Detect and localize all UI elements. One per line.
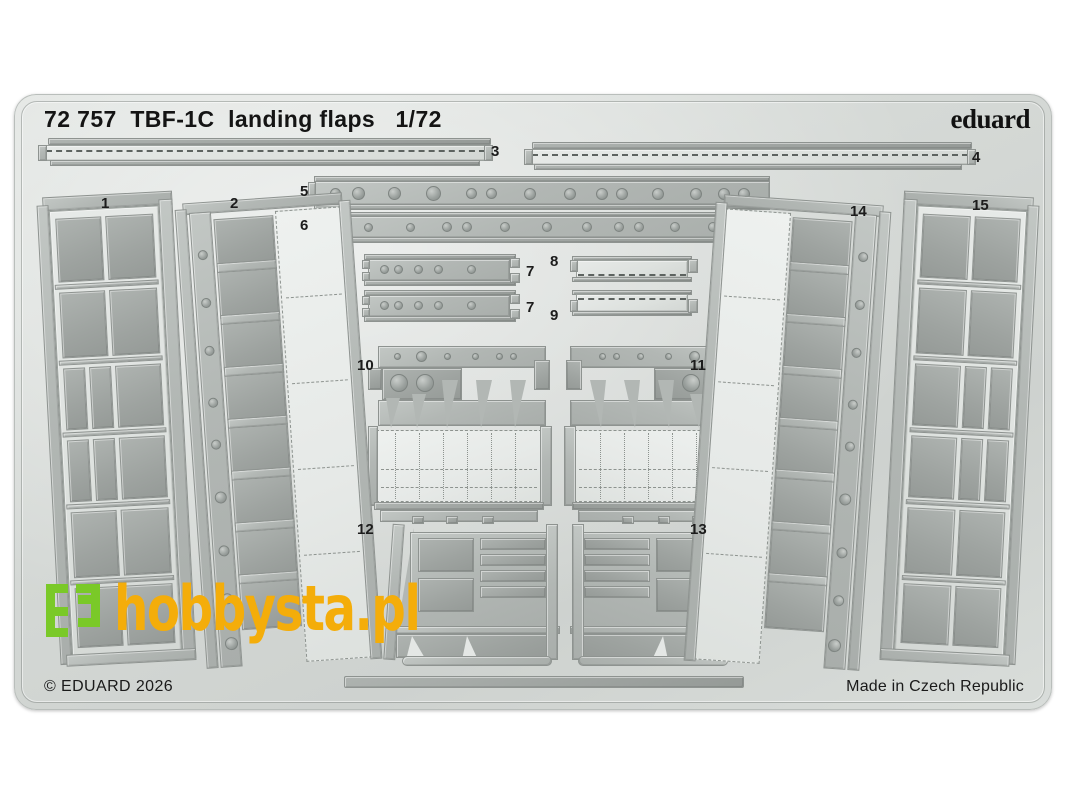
part-4-strip (524, 142, 976, 170)
part-15-flap (870, 190, 1044, 667)
part-7-rail-upper (362, 254, 522, 288)
part-label-9: 9 (550, 307, 559, 324)
part-label-2: 2 (230, 195, 239, 212)
hobbysta-watermark: hobbysta.pl (42, 578, 505, 640)
part-14-flap (683, 194, 896, 673)
part-5-rail (308, 176, 770, 210)
part-12-bulkhead (380, 523, 560, 668)
part-label-11: 11 (690, 357, 706, 374)
part-label-7-lower: 7 (526, 299, 535, 316)
part-label-4: 4 (972, 149, 981, 166)
photo-etch-fret: 72 757 TBF-1C landing flaps 1/72 eduard (14, 94, 1052, 710)
part-label-5: 5 (300, 183, 309, 200)
part-10-bay (364, 346, 554, 531)
part-label-3: 3 (491, 143, 500, 160)
hobbysta-bracket-logo (42, 578, 104, 640)
part-9-strip (570, 290, 700, 318)
part-3-strip (38, 138, 493, 166)
part-8-strip (570, 256, 700, 284)
copyright-notice: © EDUARD 2026 (44, 678, 174, 695)
part-label-8: 8 (550, 253, 559, 270)
eduard-logo: eduard (950, 104, 1030, 134)
part-6-rail (308, 212, 770, 244)
origin-notice: Made in Czech Republic (846, 678, 1024, 695)
sprue-strip-bottom-center (344, 676, 744, 690)
part-label-14: 14 (850, 203, 867, 220)
part-label-15: 15 (972, 197, 989, 214)
part-label-10: 10 (357, 357, 374, 374)
hobbysta-wordmark: hobbysta.pl (114, 572, 421, 646)
part-label-1: 1 (101, 195, 110, 212)
page-title: 72 757 TBF-1C landing flaps 1/72 (44, 106, 442, 132)
part-label-12: 12 (357, 521, 374, 538)
part-label-7-upper: 7 (526, 263, 535, 280)
part-7-rail-lower (362, 290, 522, 324)
part-label-6: 6 (300, 217, 309, 234)
part-label-13: 13 (690, 521, 707, 538)
